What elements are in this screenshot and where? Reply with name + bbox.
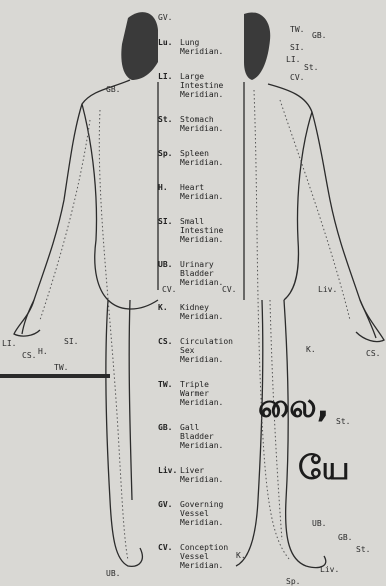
meridian-legend-item: H.Heart Meridian. [158, 183, 240, 201]
meridian-abbr: CV. [158, 543, 180, 552]
meridian-abbr: GB. [158, 423, 180, 432]
meridian-abbr: LI. [158, 72, 180, 81]
label-ub-foot-r: UB. [312, 519, 326, 528]
label-cs-hand: CS. [22, 351, 36, 360]
meridian-name: Lung Meridian. [180, 38, 242, 56]
tamil-text-line-2: யே [298, 448, 350, 492]
meridian-name: Stomach Meridian. [180, 115, 242, 133]
label-ub-foot: UB. [106, 569, 120, 578]
label-gb-back: GB. [106, 85, 120, 94]
label-gv-top: GV. [158, 13, 172, 22]
meridian-legend-item: SI.Small Intestine Meridian. [158, 217, 240, 244]
meridian-abbr: UB. [158, 260, 180, 269]
meridian-legend-item: Sp.Spleen Meridian. [158, 149, 240, 167]
label-st-head: St. [304, 63, 318, 72]
meridian-name: Small Intestine Meridian. [180, 217, 242, 244]
meridian-abbr: Lu. [158, 38, 180, 47]
label-liv-foot: Liv. [320, 565, 339, 574]
meridian-legend-item: CV.Conception Vessel Meridian. [158, 543, 240, 570]
label-st-leg: St. [336, 417, 350, 426]
meridian-name: Triple Warmer Meridian. [180, 380, 242, 407]
meridian-legend-item: LI.Large Intestine Meridian. [158, 72, 240, 99]
label-tw-hand: TW. [54, 363, 68, 372]
meridian-name: Governing Vessel Meridian. [180, 500, 242, 527]
meridian-legend-item: Lu.Lung Meridian. [158, 38, 240, 56]
label-si-hand: SI. [64, 337, 78, 346]
label-gb-head: GB. [312, 31, 326, 40]
label-k-arm: K. [306, 345, 316, 354]
label-li-hand: LI. [2, 339, 16, 348]
meridian-name: Spleen Meridian. [180, 149, 242, 167]
divider-bar [0, 374, 110, 378]
meridian-abbr: Liv. [158, 466, 180, 475]
label-sp-foot: Sp. [286, 577, 300, 586]
meridian-abbr: CS. [158, 337, 180, 346]
meridian-name: Kidney Meridian. [180, 303, 242, 321]
label-cv-neck: CV. [290, 73, 304, 82]
meridian-abbr: St. [158, 115, 180, 124]
meridian-name: Heart Meridian. [180, 183, 242, 201]
label-cs-arm: CS. [366, 349, 380, 358]
meridian-legend-item: K.Kidney Meridian. [158, 303, 240, 321]
label-liv-hip: Liv. [318, 285, 337, 294]
label-gb-foot: GB. [338, 533, 352, 542]
label-li-head: LI. [286, 55, 300, 64]
meridian-name: Gall Bladder Meridian. [180, 423, 242, 450]
meridian-name: Circulation Sex Meridian. [180, 337, 242, 364]
label-si-head: SI. [290, 43, 304, 52]
meridian-abbr: H. [158, 183, 180, 192]
meridian-legend-item: CS.Circulation Sex Meridian. [158, 337, 240, 364]
meridian-legend-item: GV.Governing Vessel Meridian. [158, 500, 240, 527]
tamil-text-line-1: லை, [258, 386, 329, 430]
meridian-name: Conception Vessel Meridian. [180, 543, 242, 570]
meridian-abbr: TW. [158, 380, 180, 389]
meridian-abbr: SI. [158, 217, 180, 226]
meridian-name: Liver Meridian. [180, 466, 242, 484]
meridian-legend-item: Liv.Liver Meridian. [158, 466, 240, 484]
meridian-name: Large Intestine Meridian. [180, 72, 242, 99]
meridian-legend: Lu.Lung Meridian. LI.Large Intestine Meri… [158, 38, 240, 586]
meridian-abbr: Sp. [158, 149, 180, 158]
label-tw-head: TW. [290, 25, 304, 34]
meridian-abbr: K. [158, 303, 180, 312]
meridian-legend-item: St.Stomach Meridian. [158, 115, 240, 133]
meridian-legend-item: UB.Urinary Bladder Meridian. [158, 260, 240, 287]
meridian-legend-item: TW.Triple Warmer Meridian. [158, 380, 240, 407]
meridian-abbr: GV. [158, 500, 180, 509]
meridian-name: Urinary Bladder Meridian. [180, 260, 242, 287]
meridian-legend-item: GB.Gall Bladder Meridian. [158, 423, 240, 450]
label-st-foot: St. [356, 545, 370, 554]
label-h-hand: H. [38, 347, 48, 356]
